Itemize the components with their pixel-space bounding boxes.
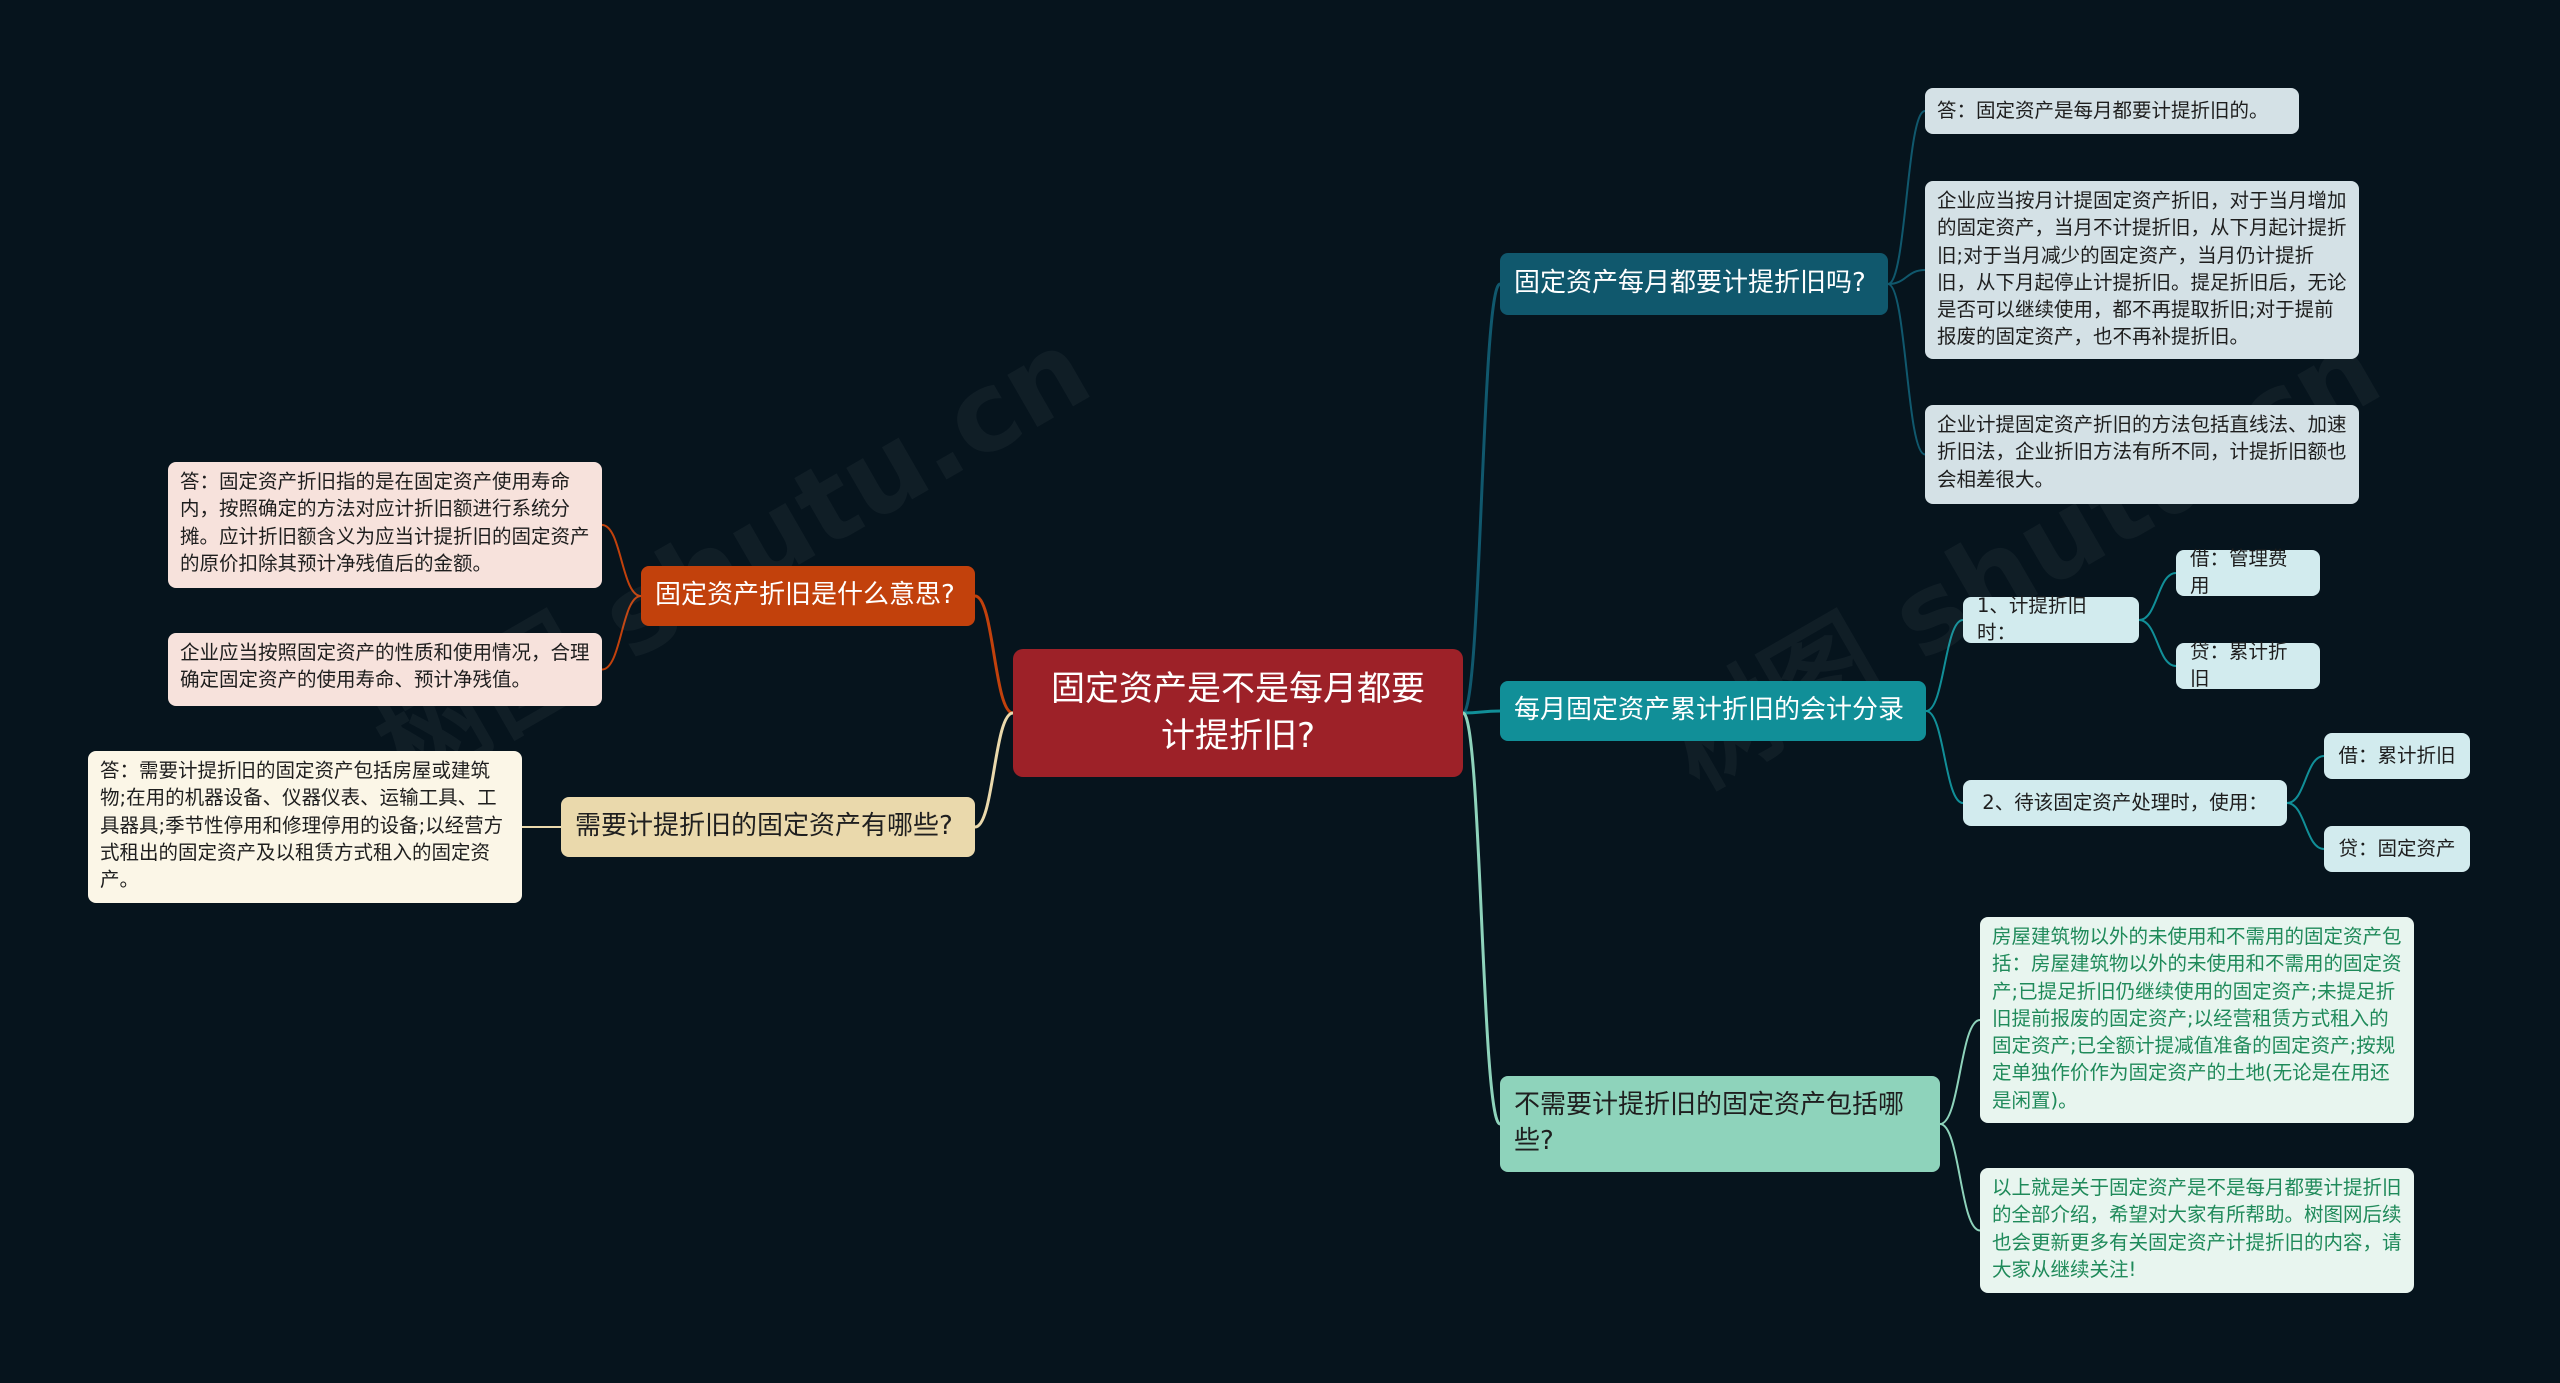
connector bbox=[1887, 283, 1926, 456]
entry-credit-fixed-assets[interactable]: 贷：固定资产 bbox=[2324, 826, 2470, 872]
connector bbox=[974, 711, 1014, 829]
connector bbox=[2138, 572, 2177, 621]
connector bbox=[2286, 755, 2325, 804]
leaf-assets-requiring-list[interactable]: 答：需要计提折旧的固定资产包括房屋或建筑物;在用的机器设备、仪器仪表、运输工具、… bbox=[88, 751, 522, 903]
connector bbox=[601, 595, 642, 671]
entry-debit-admin-expense[interactable]: 借：管理费用 bbox=[2176, 547, 2320, 597]
leaf-assets-not-requiring-list[interactable]: 房屋建筑物以外的未使用和不需用的固定资产包括：房屋建筑物以外的未使用和不需用的固… bbox=[1980, 917, 2414, 1123]
leaf-useful-life-note[interactable]: 企业应当按照固定资产的性质和使用情况，合理确定固定资产的使用寿命、预计净残值。 bbox=[168, 633, 602, 706]
connector bbox=[601, 524, 642, 597]
connector bbox=[1939, 1019, 1981, 1125]
connector bbox=[1925, 619, 1964, 712]
connector bbox=[1461, 711, 1502, 1126]
leaf-monthly-rules[interactable]: 企业应当按月计提固定资产折旧，对于当月增加的固定资产，当月不计提折旧，从下月起计… bbox=[1925, 181, 2359, 359]
connector bbox=[974, 594, 1014, 715]
branch-accounting-entries[interactable]: 每月固定资产累计折旧的会计分录 bbox=[1500, 681, 1926, 741]
connector bbox=[1887, 269, 1926, 285]
leaf-closing-note[interactable]: 以上就是关于固定资产是不是每月都要计提折旧的全部介绍，希望对大家有所帮助。树图网… bbox=[1980, 1168, 2414, 1293]
leaf-monthly-answer[interactable]: 答：固定资产是每月都要计提折旧的。 bbox=[1925, 88, 2299, 134]
connector bbox=[1925, 710, 1964, 804]
branch-assets-requiring-depreciation[interactable]: 需要计提折旧的固定资产有哪些? bbox=[561, 797, 975, 857]
leaf-depreciation-definition[interactable]: 答：固定资产折旧指的是在固定资产使用寿命内，按照确定的方法对应计折旧额进行系统分… bbox=[168, 462, 602, 588]
entry-accrue-label[interactable]: 1、计提折旧时： bbox=[1963, 594, 2139, 644]
leaf-depreciation-methods[interactable]: 企业计提固定资产折旧的方法包括直线法、加速折旧法，企业折旧方法有所不同，计提折旧… bbox=[1925, 405, 2359, 504]
branch-monthly-depreciation[interactable]: 固定资产每月都要计提折旧吗? bbox=[1500, 253, 1888, 315]
root-topic[interactable]: 固定资产是不是每月都要计提折旧? bbox=[1013, 649, 1463, 777]
branch-what-is-depreciation[interactable]: 固定资产折旧是什么意思? bbox=[641, 566, 975, 626]
connector bbox=[1461, 282, 1502, 715]
connector bbox=[2138, 619, 2177, 667]
connector bbox=[1939, 1123, 1981, 1232]
connector bbox=[2286, 802, 2325, 850]
branch-assets-not-requiring[interactable]: 不需要计提折旧的固定资产包括哪些? bbox=[1500, 1076, 1940, 1172]
connector bbox=[1462, 709, 1501, 715]
entry-debit-accum-depreciation[interactable]: 借：累计折旧 bbox=[2324, 733, 2470, 779]
entry-disposal-label[interactable]: 2、待该固定资产处理时，使用： bbox=[1963, 780, 2287, 826]
entry-credit-accum-depreciation[interactable]: 贷：累计折旧 bbox=[2176, 640, 2320, 690]
connector bbox=[1887, 110, 1926, 285]
